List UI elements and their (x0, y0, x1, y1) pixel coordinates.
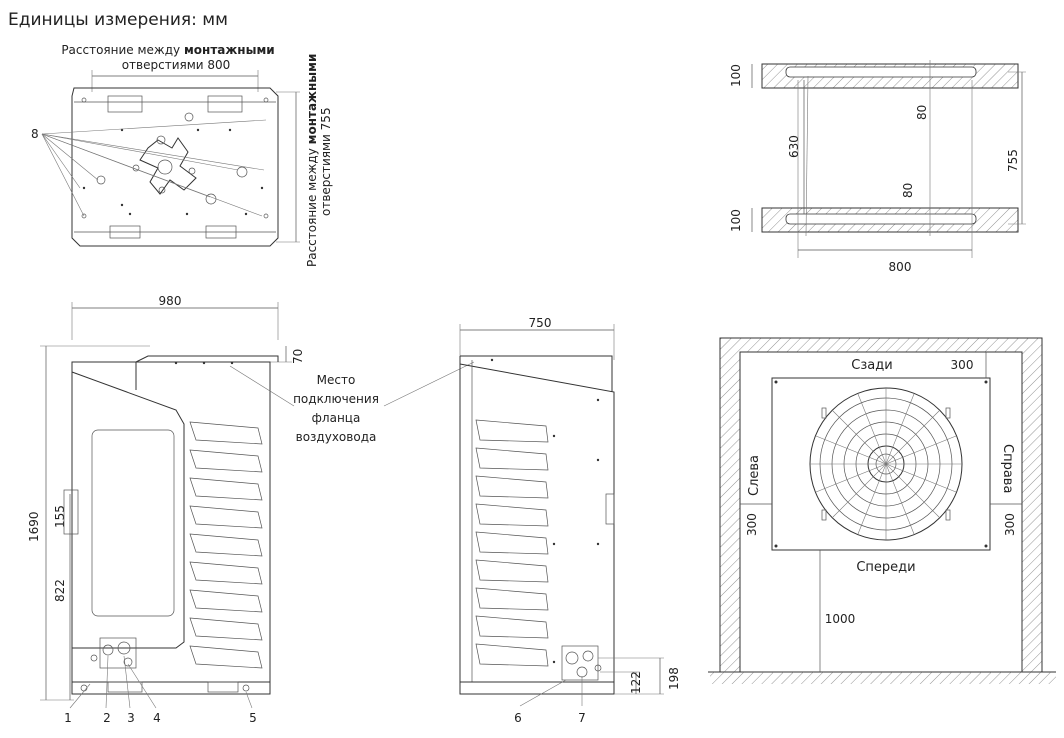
dim-155: 155 (53, 505, 67, 528)
callout-4: 4 (153, 711, 161, 725)
callout-6: 6 (514, 711, 522, 725)
callout-7: 7 (578, 711, 586, 725)
dim-800: 800 (889, 260, 912, 274)
front-width-980: 980 (159, 294, 182, 308)
vertical-hole-distance-label: Расстояние между монтажными (305, 54, 319, 267)
side-depth-750: 750 (529, 316, 552, 330)
hole-distance-value: отверстиями 800 (122, 58, 231, 72)
flange-label-line-4: воздуховода (296, 430, 377, 444)
left-300: 300 (745, 513, 759, 536)
top-view: Расстояние между монтажными отверстиями … (31, 43, 333, 267)
right-label: Справа (1000, 444, 1015, 493)
front-height-1690: 1690 (27, 511, 41, 542)
flange-label-line-2: подключения (293, 392, 379, 406)
clearance-diagram: Сзади Спереди Слева Справа 300 300 300 1… (708, 337, 1056, 684)
vertical-hole-distance-value: отверстиями 755 (319, 107, 333, 216)
callout-8: 8 (31, 127, 39, 141)
rear-300: 300 (951, 358, 974, 372)
front-label: Спереди (856, 560, 915, 575)
dim-70: 70 (291, 349, 305, 364)
dim-822: 822 (53, 579, 67, 602)
hole-distance-label: Расстояние между монтажными (61, 43, 274, 57)
right-300: 300 (1003, 513, 1017, 536)
dim-100-top: 100 (729, 64, 743, 87)
callout-2: 2 (103, 711, 111, 725)
dim-80-top: 80 (915, 105, 929, 120)
dim-80-bottom: 80 (901, 183, 915, 198)
units-title: Единицы измерения: мм (8, 10, 228, 30)
rear-label: Сзади (851, 358, 892, 373)
dim-630: 630 (787, 135, 801, 158)
fan-grille-icon (809, 387, 963, 541)
dim-755: 755 (1006, 149, 1020, 172)
callout-1: 1 (64, 711, 72, 725)
front-1000: 1000 (825, 612, 856, 626)
dim-100-bottom: 100 (729, 209, 743, 232)
flange-label-line-1: Место (317, 373, 356, 387)
dim-122: 122 (629, 671, 643, 694)
mount-plan: 100 100 630 80 80 755 800 (729, 60, 1026, 274)
side-view: 750 198 (459, 316, 681, 725)
left-label: Слева (747, 455, 762, 496)
front-view: 980 1690 70 155 822 (27, 294, 475, 725)
dim-198: 198 (667, 667, 681, 690)
flange-label-line-3: фланца (312, 411, 361, 425)
callout-5: 5 (249, 711, 257, 725)
callout-3: 3 (127, 711, 135, 725)
